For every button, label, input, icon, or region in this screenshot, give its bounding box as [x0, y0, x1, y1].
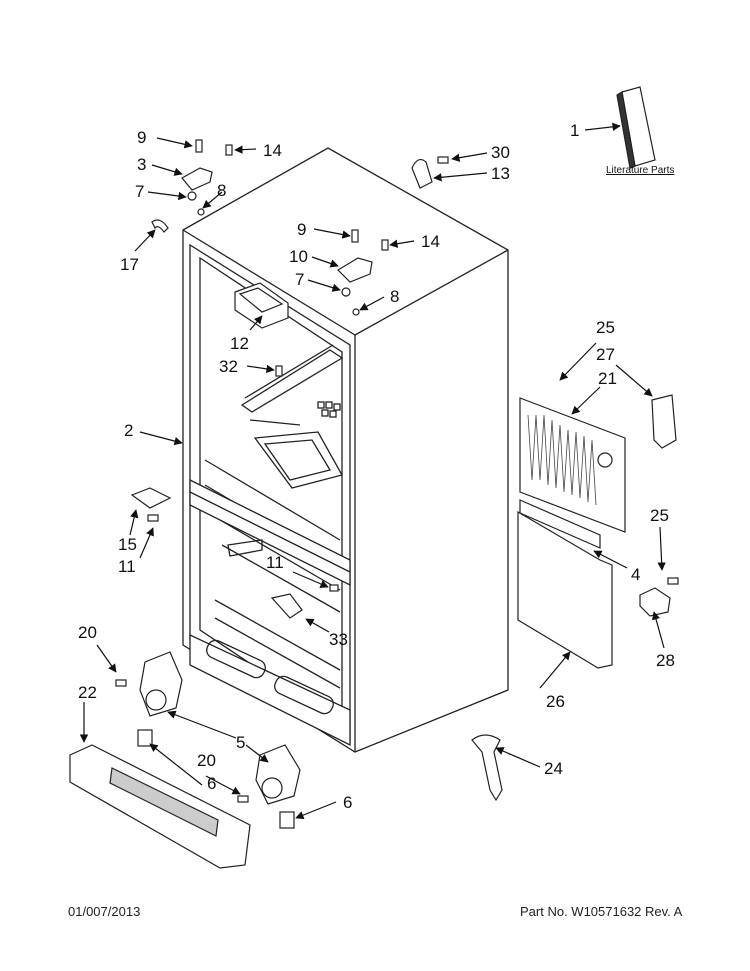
callout-5: 5	[236, 733, 245, 752]
callout-8: 8	[217, 181, 226, 200]
callout-11: 11	[266, 553, 284, 572]
callout-17: 17	[120, 255, 139, 274]
callout-22: 22	[78, 683, 97, 702]
callout-6: 6	[343, 793, 352, 812]
callout-8: 8	[390, 287, 399, 306]
callout-26: 26	[546, 692, 565, 711]
callout-9: 9	[137, 128, 146, 147]
footer-date: 01/007/2013	[68, 904, 141, 919]
callout-13: 13	[491, 164, 510, 183]
callout-2: 2	[124, 421, 133, 440]
callout-15: 15	[118, 535, 137, 554]
parts	[69, 86, 679, 869]
callout-32: 32	[219, 357, 238, 376]
callout-30: 30	[491, 143, 510, 162]
callout-3: 3	[137, 155, 146, 174]
footer-part-number: Part No. W10571632 Rev. A	[520, 904, 683, 919]
literature-parts-label: Literature Parts	[606, 165, 674, 176]
callout-11: 11	[118, 557, 136, 576]
callout-7: 7	[135, 182, 144, 201]
callout-9: 9	[297, 220, 306, 239]
callout-25: 25	[650, 506, 669, 525]
callout-1: 1	[570, 121, 579, 140]
callout-27: 27	[596, 345, 615, 364]
callouts: 1 9 14 3 7 8 17 30 13 9 14 10 7 8 12 32 …	[78, 121, 675, 812]
callout-12: 12	[230, 334, 249, 353]
cabinet	[182, 147, 509, 753]
callout-10: 10	[289, 247, 308, 266]
callout-4: 4	[631, 565, 640, 584]
callout-25: 25	[596, 318, 615, 337]
callout-24: 24	[544, 759, 563, 778]
callout-28: 28	[656, 651, 675, 670]
callout-20: 20	[78, 623, 97, 642]
callout-14: 14	[263, 141, 282, 160]
callout-21: 21	[598, 369, 617, 388]
callout-6: 6	[207, 774, 216, 793]
callout-33: 33	[329, 630, 348, 649]
callout-7: 7	[295, 270, 304, 289]
callout-20: 20	[197, 751, 216, 770]
leader-lines	[79, 122, 666, 820]
callout-14: 14	[421, 232, 440, 251]
